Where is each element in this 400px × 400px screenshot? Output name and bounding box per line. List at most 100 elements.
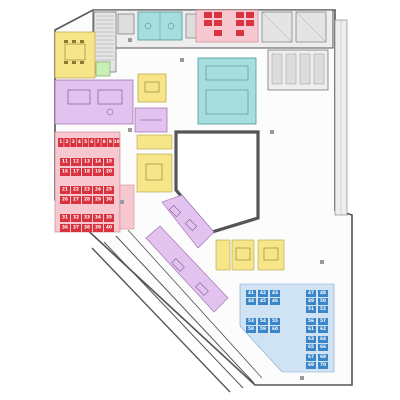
seat-18 bbox=[82, 168, 92, 176]
seat-14 bbox=[93, 158, 103, 166]
green-amenity bbox=[95, 61, 111, 77]
seat-label-24: 24 bbox=[95, 187, 101, 193]
seat-label-61: 61 bbox=[308, 326, 314, 332]
seat-label-49: 49 bbox=[308, 298, 314, 304]
seat-48 bbox=[318, 290, 328, 297]
seat-label-11: 11 bbox=[62, 159, 68, 165]
seat-label-4: 4 bbox=[78, 139, 81, 145]
seat-label-35: 35 bbox=[106, 215, 112, 221]
seat-61 bbox=[306, 326, 316, 333]
seat-68 bbox=[318, 354, 328, 361]
seat-label-29: 29 bbox=[95, 197, 101, 203]
yellow-meeting-room-4 bbox=[136, 153, 173, 193]
seat-10 bbox=[113, 138, 120, 147]
seat-label-7: 7 bbox=[97, 139, 100, 145]
seat-6 bbox=[89, 138, 95, 147]
seat-label-43: 43 bbox=[272, 290, 278, 296]
seat-13 bbox=[82, 158, 92, 166]
seat-64 bbox=[318, 336, 328, 343]
seat-label-19: 19 bbox=[95, 169, 101, 175]
seat-label-44: 44 bbox=[248, 298, 254, 304]
seat-label-41: 41 bbox=[248, 290, 254, 296]
seat-label-62: 62 bbox=[320, 326, 326, 332]
seat-21 bbox=[60, 186, 70, 194]
seat-32 bbox=[71, 214, 81, 222]
seat-70 bbox=[318, 362, 328, 369]
seat-42 bbox=[258, 290, 268, 297]
seat-label-51: 51 bbox=[308, 306, 314, 312]
seat-label-53: 53 bbox=[248, 318, 254, 324]
seat-label-46: 46 bbox=[272, 298, 278, 304]
seat-label-69: 69 bbox=[308, 362, 314, 368]
seat-56 bbox=[306, 318, 316, 325]
yellow-meeting-room-6 bbox=[231, 239, 255, 271]
central-atrium bbox=[174, 130, 260, 234]
seat-41 bbox=[246, 290, 256, 297]
seat-label-65: 65 bbox=[308, 344, 314, 350]
seat-label-30: 30 bbox=[106, 197, 112, 203]
seat-31 bbox=[60, 214, 70, 222]
seat-label-32: 32 bbox=[73, 215, 79, 221]
seat-62 bbox=[318, 326, 328, 333]
yellow-meeting-room-5 bbox=[215, 239, 231, 271]
seat-label-33: 33 bbox=[84, 215, 90, 221]
yellow-meeting-room-2 bbox=[137, 73, 167, 103]
seat-label-52: 52 bbox=[320, 306, 326, 312]
seat-49 bbox=[306, 298, 316, 305]
seat-label-34: 34 bbox=[95, 215, 101, 221]
seat-label-8: 8 bbox=[103, 139, 106, 145]
seat-label-68: 68 bbox=[320, 354, 326, 360]
seat-33 bbox=[82, 214, 92, 222]
seat-12 bbox=[71, 158, 81, 166]
seat-52 bbox=[318, 306, 328, 313]
seat-3 bbox=[70, 138, 76, 147]
seat-label-28: 28 bbox=[84, 197, 90, 203]
seat-22 bbox=[71, 186, 81, 194]
seat-35 bbox=[104, 214, 114, 222]
seat-label-3: 3 bbox=[72, 139, 75, 145]
seat-label-39: 39 bbox=[95, 225, 101, 231]
seat-label-42: 42 bbox=[260, 290, 266, 296]
seat-53 bbox=[246, 318, 256, 325]
seat-5 bbox=[82, 138, 89, 147]
seat-28 bbox=[82, 196, 92, 204]
seat-58 bbox=[246, 326, 256, 333]
seat-17 bbox=[71, 168, 81, 176]
seat-label-59: 59 bbox=[260, 326, 266, 332]
seat-label-16: 16 bbox=[62, 169, 68, 175]
seat-67 bbox=[306, 354, 316, 361]
seat-label-10: 10 bbox=[114, 139, 120, 145]
seat-label-13: 13 bbox=[84, 159, 90, 165]
seat-25 bbox=[104, 186, 114, 194]
seat-label-38: 38 bbox=[84, 225, 90, 231]
seat-label-14: 14 bbox=[95, 159, 101, 165]
seat-55 bbox=[270, 318, 280, 325]
seat-label-67: 67 bbox=[308, 354, 314, 360]
seat-20 bbox=[104, 168, 114, 176]
seat-59 bbox=[258, 326, 268, 333]
seat-19 bbox=[93, 168, 103, 176]
seat-label-21: 21 bbox=[62, 187, 68, 193]
seat-label-31: 31 bbox=[62, 215, 68, 221]
seat-51 bbox=[306, 306, 316, 313]
seat-27 bbox=[71, 196, 81, 204]
seat-label-66: 66 bbox=[320, 344, 326, 350]
seat-66 bbox=[318, 344, 328, 351]
seat-label-55: 55 bbox=[272, 318, 278, 324]
seat-label-2: 2 bbox=[66, 139, 69, 145]
seat-label-56: 56 bbox=[308, 318, 314, 324]
seat-26 bbox=[60, 196, 70, 204]
seat-46 bbox=[270, 298, 280, 305]
purple-collab-diagonal bbox=[145, 194, 229, 313]
seat-65 bbox=[306, 344, 316, 351]
seat-label-37: 37 bbox=[73, 225, 79, 231]
yellow-meeting-room-3 bbox=[136, 134, 173, 150]
seat-label-15: 15 bbox=[106, 159, 112, 165]
seat-47 bbox=[306, 290, 316, 297]
seat-69 bbox=[306, 362, 316, 369]
seat-34 bbox=[93, 214, 103, 222]
seat-label-70: 70 bbox=[320, 362, 326, 368]
yellow-meeting-room-1 bbox=[54, 31, 96, 79]
seat-label-26: 26 bbox=[62, 197, 68, 203]
